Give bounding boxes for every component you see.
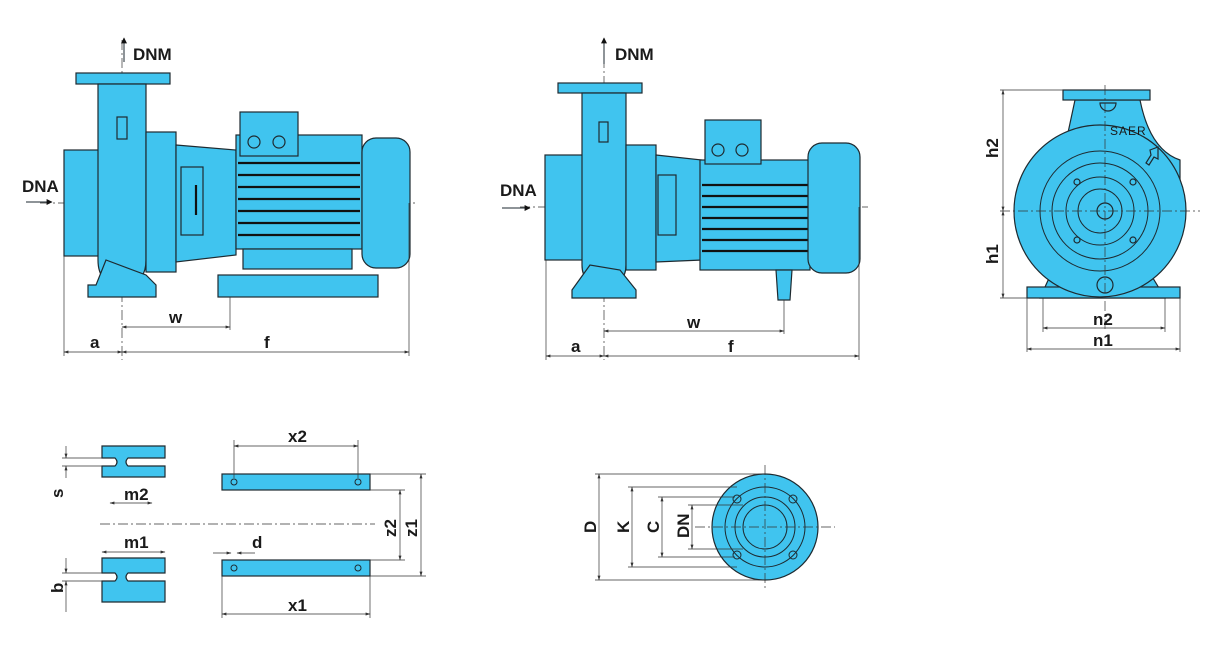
dim-z1: z1: [402, 519, 421, 537]
front-view: SAER h2 h1 n2 n1: [983, 85, 1200, 352]
side-view-1: DNM DNA w a f: [22, 37, 418, 360]
dim-b: b: [48, 583, 67, 593]
dim-m2: m2: [124, 485, 149, 504]
dim-C: C: [644, 521, 663, 533]
dim-a-2: a: [571, 337, 581, 356]
outlet-label: DNM: [133, 45, 172, 64]
inlet-label-2: DNA: [500, 181, 537, 200]
dim-m1: m1: [124, 533, 149, 552]
dim-K: K: [614, 520, 633, 533]
bearing-bracket: [145, 131, 237, 273]
dim-D: D: [581, 521, 600, 533]
dim-z2: z2: [381, 519, 400, 537]
dim-w: w: [168, 308, 183, 327]
dim-f-2: f: [728, 337, 734, 356]
dim-a: a: [90, 333, 100, 352]
dim-f: f: [264, 333, 270, 352]
inlet-label: DNA: [22, 177, 59, 196]
foot-detail: s m2 m1 b x2 d x1 z2 z1: [48, 427, 426, 618]
dim-w-2: w: [686, 313, 701, 332]
flange-detail: D K C DN: [581, 465, 835, 590]
dim-h1: h1: [983, 244, 1002, 264]
dim-h2: h2: [983, 138, 1002, 158]
side-view-2: DNM DNA w a f: [500, 37, 868, 360]
pump-volute: [63, 72, 171, 298]
motor: [217, 111, 411, 298]
dim-x1: x1: [288, 596, 307, 615]
dim-DN: DN: [674, 513, 693, 538]
dim-d: d: [252, 533, 262, 552]
brand-logo: SAER: [1110, 124, 1147, 138]
outlet-label-2: DNM: [615, 45, 654, 64]
dim-n1: n1: [1093, 331, 1113, 350]
dim-x2: x2: [288, 427, 307, 446]
dim-n2: n2: [1093, 310, 1113, 329]
dim-s: s: [48, 489, 67, 498]
